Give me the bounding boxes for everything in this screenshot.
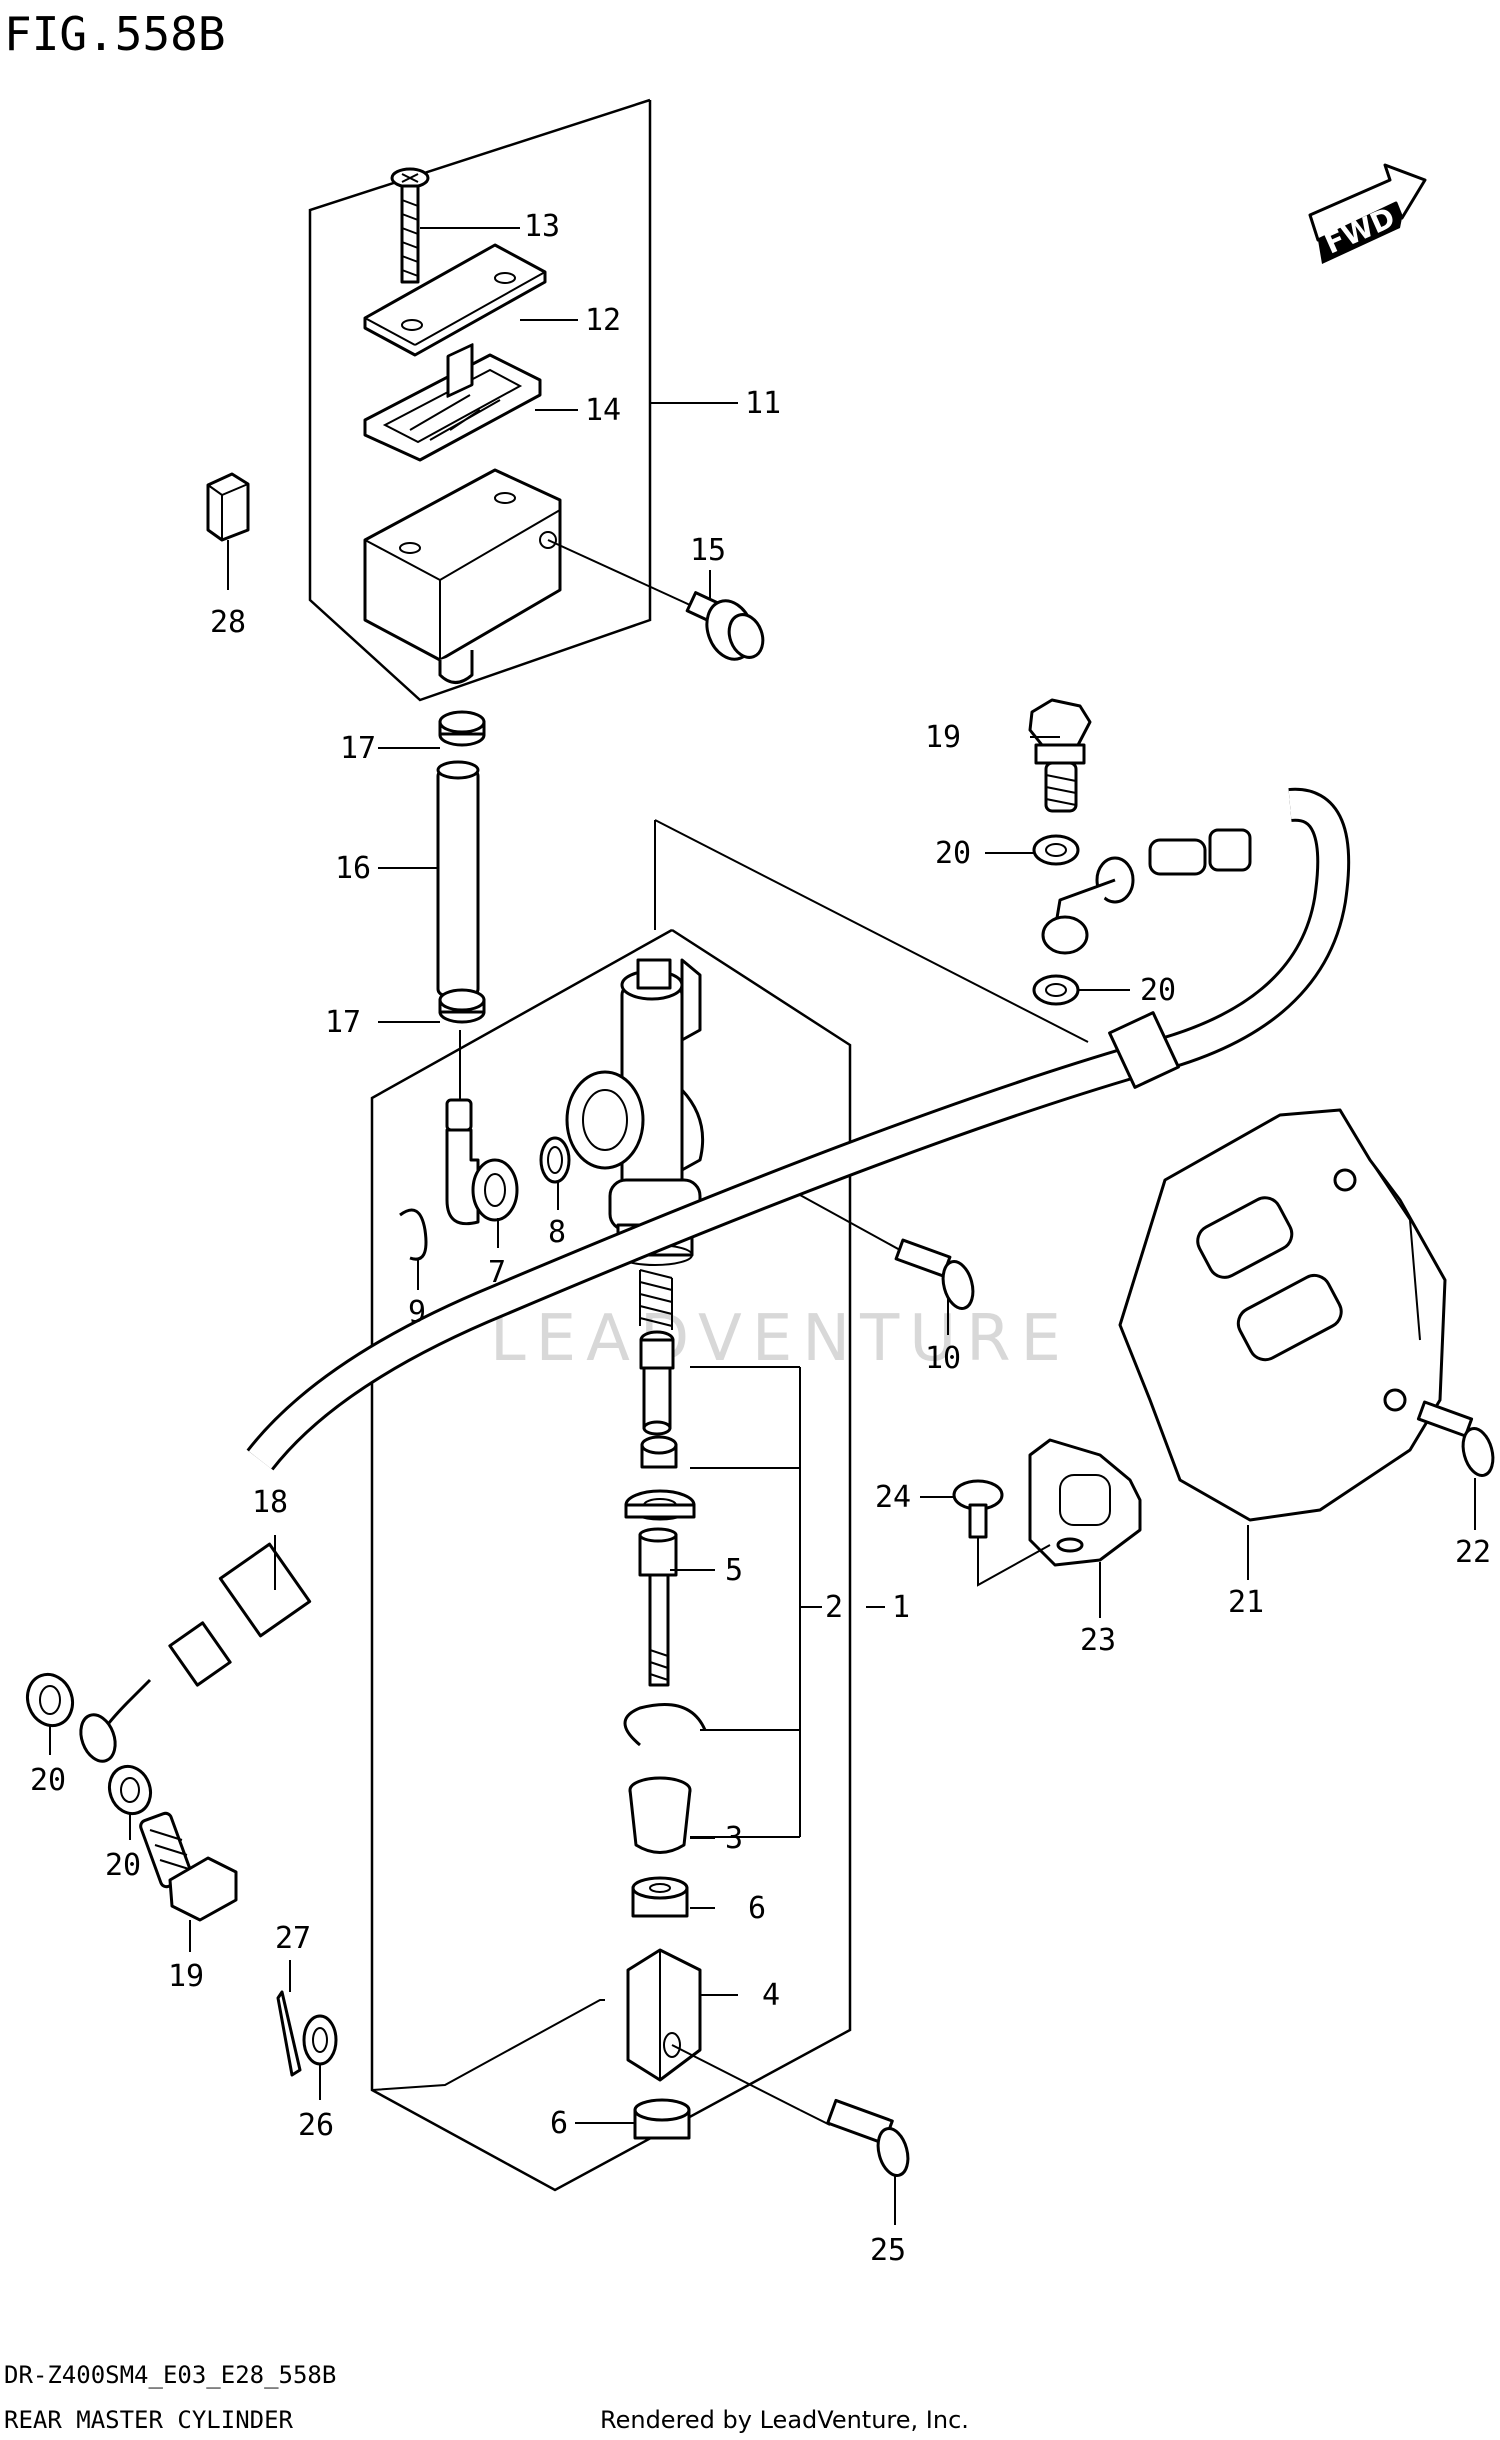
callout-16: 16 bbox=[335, 851, 371, 886]
callout-15: 15 bbox=[690, 533, 726, 568]
model-code: DR-Z400SM4_E03_E28_558B bbox=[4, 2361, 336, 2389]
fwd-arrow-icon: FWD bbox=[1308, 163, 1427, 264]
callout-14: 14 bbox=[585, 393, 621, 428]
brake-hose-18 bbox=[79, 787, 1351, 1763]
pin-25 bbox=[799, 2098, 910, 2177]
callout-21: 21 bbox=[1228, 1585, 1264, 1620]
callout-22: 22 bbox=[1455, 1535, 1491, 1570]
seal bbox=[640, 1435, 678, 1469]
section-title: REAR MASTER CYLINDER bbox=[4, 2406, 294, 2434]
callout-4: 4 bbox=[762, 1978, 780, 2013]
callout-20-left-b: 20 bbox=[105, 1848, 141, 1883]
callout-6-top: 6 bbox=[748, 1891, 766, 1926]
callout-20-upper: 20 bbox=[935, 836, 971, 871]
cylinder-outline bbox=[370, 928, 852, 2192]
callout-17-top: 17 bbox=[340, 731, 376, 766]
callout-24: 24 bbox=[875, 1480, 911, 1515]
leader-lines bbox=[49, 227, 1476, 2225]
screw-13 bbox=[390, 167, 430, 284]
callout-6-bottom: 6 bbox=[550, 2106, 568, 2141]
piston bbox=[639, 1330, 675, 1436]
credit-text: Rendered by LeadVenture, Inc. bbox=[600, 2406, 969, 2434]
screw-22 bbox=[1416, 1400, 1495, 1477]
hose-16 bbox=[436, 760, 480, 997]
washer-20-left-b bbox=[107, 1764, 153, 1816]
screw-24 bbox=[952, 1479, 1051, 1587]
callout-8: 8 bbox=[548, 1215, 566, 1250]
reservoir-body bbox=[363, 343, 562, 684]
callout-26: 26 bbox=[298, 2108, 334, 2143]
clevis-4 bbox=[626, 1948, 801, 2111]
o-ring-8 bbox=[539, 1136, 571, 1184]
callout-25: 25 bbox=[870, 2233, 906, 2268]
cover-plate-12 bbox=[363, 243, 547, 357]
washer-26 bbox=[302, 2014, 338, 2066]
callout-20-left-a: 20 bbox=[30, 1763, 66, 1798]
callout-13: 13 bbox=[524, 209, 560, 244]
callout-12: 12 bbox=[585, 303, 621, 338]
washer-20-lower bbox=[1032, 974, 1080, 1006]
callout-7: 7 bbox=[488, 1255, 506, 1290]
fitting-7 bbox=[445, 1098, 519, 1226]
callout-10: 10 bbox=[925, 1341, 961, 1376]
callout-5: 5 bbox=[725, 1553, 743, 1588]
clamp-17-bottom bbox=[438, 988, 486, 1024]
clamp-17-top bbox=[438, 710, 486, 747]
boot-3 bbox=[628, 1776, 692, 1854]
callout-19-top: 19 bbox=[925, 720, 961, 755]
snap-ring bbox=[623, 1703, 707, 1747]
callout-18: 18 bbox=[252, 1485, 288, 1520]
callout-2: 2 bbox=[825, 1590, 843, 1625]
nut-6-bottom bbox=[633, 2098, 691, 2140]
watermark: LEADVENTURE bbox=[490, 1302, 1071, 1376]
banjo-bolt-19-top bbox=[1028, 698, 1092, 813]
callout-3: 3 bbox=[725, 1821, 743, 1856]
cotter-pin-27 bbox=[276, 1990, 302, 2077]
circlip-9 bbox=[399, 1208, 428, 1261]
screw-10 bbox=[799, 1194, 975, 1310]
callout-27: 27 bbox=[275, 1921, 311, 1956]
callout-labels: 13 12 14 11 15 28 17 16 17 7 8 9 10 19 2… bbox=[30, 209, 1491, 2268]
washer-20-left-a bbox=[25, 1672, 75, 1728]
callout-20-lower: 20 bbox=[1140, 973, 1176, 1008]
callout-11: 11 bbox=[745, 386, 781, 421]
callout-28: 28 bbox=[210, 605, 246, 640]
guard-21 bbox=[1118, 1108, 1447, 1522]
nut-6-top bbox=[631, 1876, 689, 1918]
callout-17-bottom: 17 bbox=[325, 1005, 361, 1040]
callout-19-bottom: 19 bbox=[168, 1959, 204, 1994]
washer-20-upper bbox=[1032, 834, 1080, 866]
callout-9: 9 bbox=[408, 1295, 426, 1330]
reservoir-outline bbox=[308, 98, 652, 702]
callout-1: 1 bbox=[892, 1590, 910, 1625]
banjo-bolt-19-bottom bbox=[139, 1811, 238, 1922]
washer bbox=[624, 1489, 696, 1521]
spring bbox=[639, 1269, 673, 1330]
push-rod-5 bbox=[638, 1527, 678, 1687]
figure-title: FIG.558B bbox=[4, 7, 226, 61]
bolt-15 bbox=[547, 539, 765, 661]
bracket-23 bbox=[1028, 1438, 1142, 1567]
callout-23: 23 bbox=[1080, 1623, 1116, 1658]
